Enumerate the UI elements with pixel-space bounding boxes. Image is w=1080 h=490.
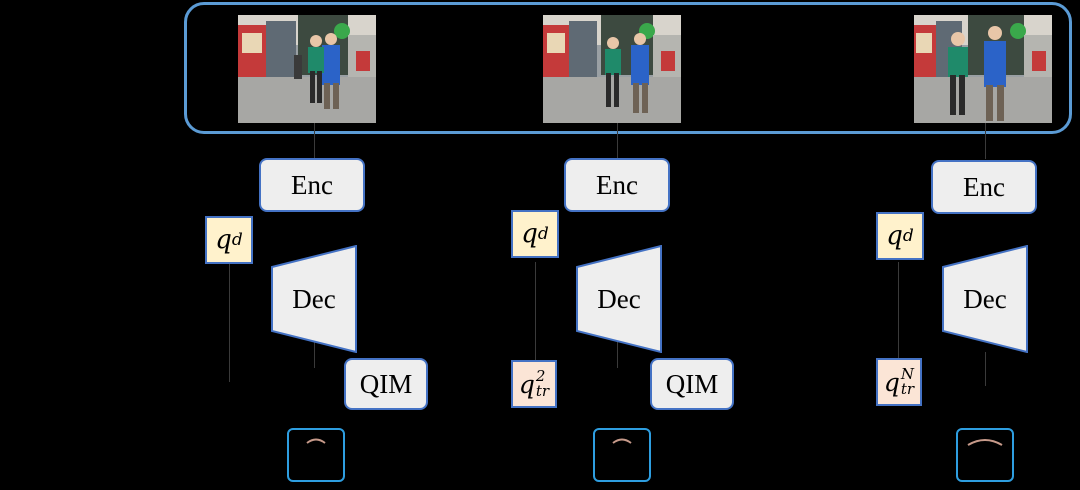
connector-line: [229, 262, 230, 382]
encoder-box-1: Enc: [259, 158, 365, 212]
decoder-label: Dec: [292, 283, 336, 314]
connector-line: [985, 352, 986, 386]
detect-query-symbol: q: [215, 225, 232, 255]
encoder-box-2: Enc: [564, 158, 670, 212]
connector-line: [535, 262, 536, 362]
detect-query-symbol: q: [521, 219, 538, 249]
connector-line: [898, 262, 899, 362]
connector-line: [985, 123, 986, 159]
detect-query-subscript: d: [231, 230, 243, 250]
track-output-box-1: [287, 428, 345, 482]
track-output-box-2: [593, 428, 651, 482]
video-frame-1-image: [238, 15, 376, 123]
detect-query-symbol: q: [886, 221, 903, 251]
qim-label: QIM: [359, 368, 413, 399]
detect-query-subscript: d: [902, 226, 914, 246]
connector-line: [314, 338, 315, 368]
track-query-subscript: tr: [900, 380, 915, 398]
track-query-superscript: 2: [535, 367, 546, 385]
decoder-label: Dec: [963, 283, 1007, 314]
decoder-label: Dec: [597, 283, 641, 314]
qim-box-1: QIM: [344, 358, 428, 410]
connector-line: [617, 338, 618, 368]
decoder-block-N: Dec: [942, 245, 1028, 353]
video-frames-group: [184, 2, 1072, 134]
qim-box-2: QIM: [650, 358, 734, 410]
track-query-symbol: q: [518, 369, 535, 399]
track-query-subscript: tr: [535, 382, 550, 400]
video-frame-2-image: [543, 15, 681, 123]
encoder-box-N: Enc: [931, 160, 1037, 214]
qim-label: QIM: [665, 368, 719, 399]
decoder-block-2: Dec: [576, 245, 662, 353]
track-query-superscript: N: [900, 365, 915, 383]
track-query-symbol: q: [883, 367, 900, 397]
detect-query-subscript: d: [537, 224, 549, 244]
video-frame-N-image: [914, 15, 1052, 123]
encoder-label: Enc: [596, 169, 638, 200]
encoder-label: Enc: [291, 169, 333, 200]
connector-line: [617, 123, 618, 159]
decoder-block-1: Dec: [271, 245, 357, 353]
connector-line: [314, 123, 315, 159]
encoder-label: Enc: [963, 171, 1005, 202]
track-output-box-N: [956, 428, 1014, 482]
